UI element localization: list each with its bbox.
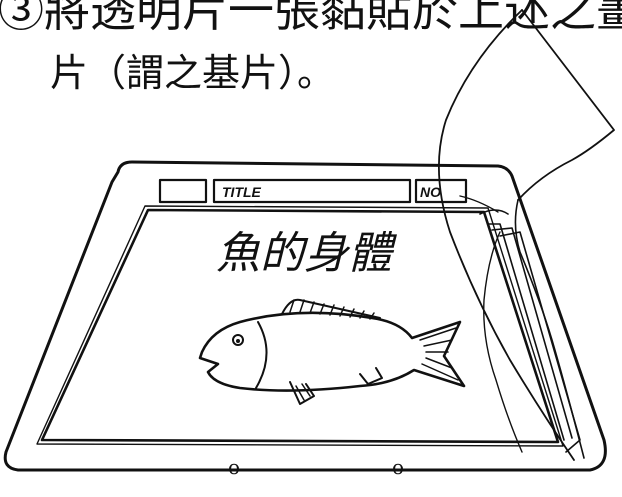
picture-area-shadow: [36, 205, 564, 447]
transparent-sheet: [437, 9, 615, 461]
card-frame: [3, 160, 607, 472]
fish-dorsal-fin: [281, 298, 381, 319]
fish-gill: [255, 321, 268, 389]
fish-pelvic-fin: [289, 381, 315, 405]
punch-hole-left: o: [228, 455, 240, 479]
sheet-edge-1: [487, 223, 565, 441]
fish-pupil: [236, 339, 240, 343]
title-box: [212, 178, 412, 204]
sheet-edge-2: [491, 227, 573, 439]
sheet-right-curve: [514, 199, 585, 459]
header-box-left: [158, 178, 208, 204]
picture-area: [40, 208, 560, 444]
caption-line-1: ③將透明片一張黏貼於上述之畫片邊: [0, 0, 622, 37]
sheet-left-curve: [437, 9, 575, 461]
fish-eye: [232, 334, 244, 346]
fish-anal-fin: [359, 367, 383, 385]
fish-tail-rays: [419, 327, 459, 381]
fish-pelvic-rays: [295, 383, 311, 401]
sheet-inner-curve: [483, 231, 523, 453]
fish-body: [198, 311, 466, 392]
sheet-crease: [459, 195, 499, 213]
punch-hole-right: o: [392, 455, 404, 479]
caption-line-2: 片（謂之基片）。: [50, 51, 335, 95]
fish-dorsal-rays: [289, 299, 375, 320]
fish-illustration: [198, 298, 466, 405]
no-box: [414, 178, 468, 204]
title-label: TITLE: [222, 184, 262, 200]
sheet-upper-edge: [517, 9, 615, 201]
picture-heading: 魚的身體: [216, 228, 398, 279]
no-label: NO: [420, 184, 441, 200]
